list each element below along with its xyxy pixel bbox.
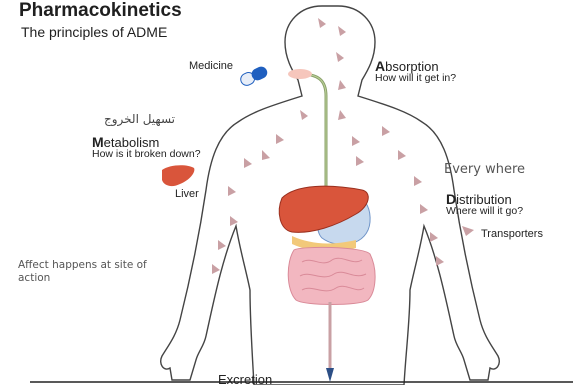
metabolism-block: Metabolism How is it broken down? xyxy=(92,136,201,160)
page-subtitle: The principles of ADME xyxy=(21,24,167,40)
arabic-note: تسهيل الخروج xyxy=(104,112,175,126)
capsule-icon xyxy=(239,65,269,88)
liver-label: Liver xyxy=(175,188,199,200)
mouth xyxy=(288,69,312,79)
affect-note-line1: Affect happens at site of xyxy=(18,259,147,272)
liver-icon xyxy=(162,165,194,186)
affect-note: Affect happens at site of action xyxy=(18,259,147,285)
metabolism-question: How is it broken down? xyxy=(92,149,201,160)
intestines xyxy=(288,247,375,304)
page-title: Pharmacokinetics xyxy=(19,0,182,22)
everywhere-note: Every where xyxy=(444,162,525,177)
absorption-question: How will it get in? xyxy=(375,73,456,84)
transporter-arrow-icon xyxy=(462,226,474,236)
medicine-label: Medicine xyxy=(189,60,233,72)
affect-note-line2: action xyxy=(18,272,147,285)
absorption-block: Absorption How will it get in? xyxy=(375,60,456,84)
transporters-label: Transporters xyxy=(481,228,543,240)
distribution-question: Where will it go? xyxy=(446,206,523,217)
distribution-block: Distribution Where will it go? xyxy=(446,193,523,217)
